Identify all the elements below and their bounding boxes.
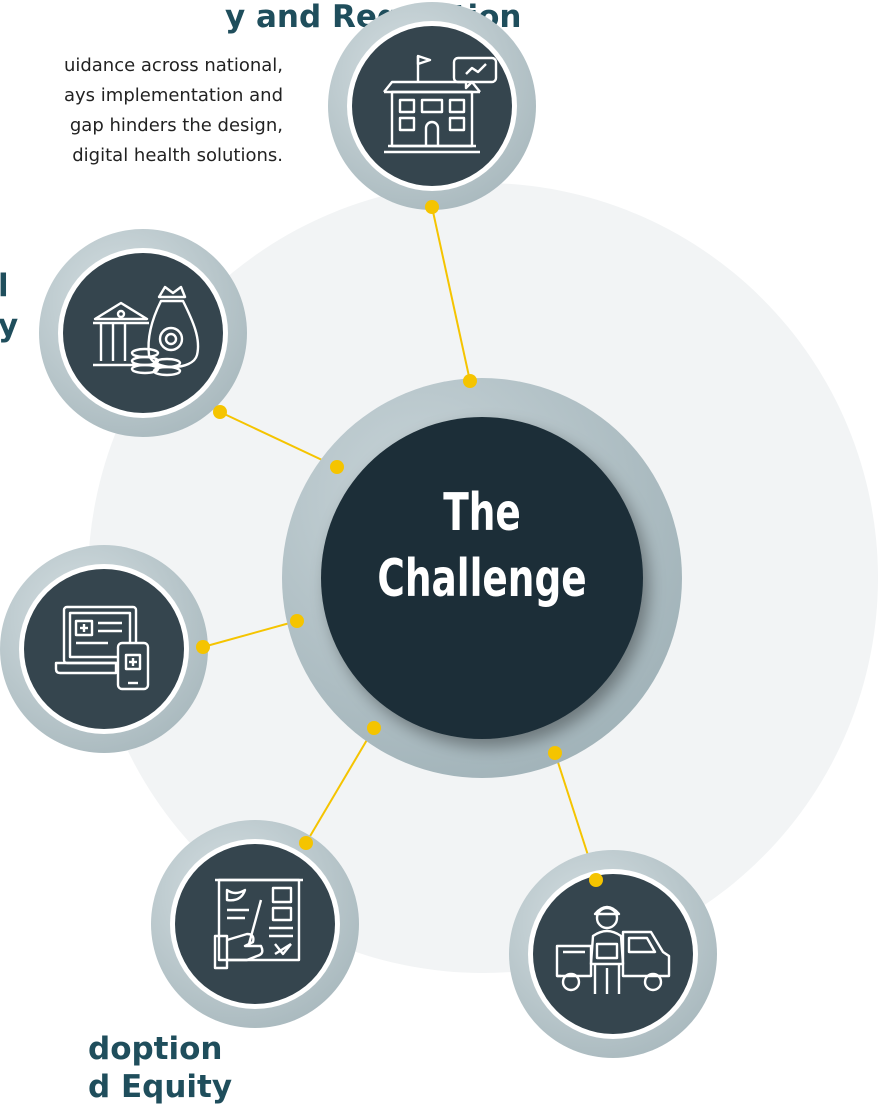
heading-line: doption (88, 1031, 223, 1067)
heading-line: d Equity (88, 1069, 233, 1105)
body-line: ays implementation and (64, 85, 283, 106)
bank-finance-icon (93, 285, 200, 377)
center-node (282, 378, 682, 778)
connector-dot (463, 374, 477, 388)
connector-dot (330, 460, 344, 474)
connector-dot (196, 640, 210, 654)
digital-devices-icon (54, 605, 150, 691)
connector-line (305, 727, 375, 844)
connector-dot (367, 721, 381, 735)
connector-dot (425, 200, 439, 214)
connector-line (431, 206, 471, 382)
body-line: digital health solutions. (72, 145, 283, 166)
heading-line: l (0, 268, 9, 304)
body-line: gap hinders the design, (69, 115, 283, 136)
center-title: The Challenge (367, 480, 597, 612)
center-title-line: Challenge (377, 549, 587, 609)
connector-line (219, 411, 338, 468)
connector-dot (290, 614, 304, 628)
connectors (202, 206, 597, 881)
section-heading-finance: l y (0, 266, 18, 346)
node-circle (533, 874, 693, 1034)
body-line: uidance across national, (63, 55, 283, 76)
connector-dot (213, 405, 227, 419)
node-circle (352, 26, 512, 186)
challenge-diagram (0, 2, 717, 1058)
node-digital (0, 545, 208, 753)
node-finance (39, 229, 247, 437)
section-body-policy: uidance across national, ays implementat… (64, 51, 283, 171)
connector-line (202, 620, 298, 648)
center-title-block: The Challenge (322, 480, 642, 612)
delivery-logistics-icon (555, 905, 671, 994)
center-title-line: The (443, 483, 521, 543)
node-training (151, 820, 359, 1028)
government-building-icon (383, 54, 498, 154)
node-government (328, 2, 536, 210)
connector-dot (548, 746, 562, 760)
training-board-icon (213, 878, 303, 970)
connector-dot (299, 836, 313, 850)
connector-dot (589, 873, 603, 887)
node-circle (24, 569, 184, 729)
center-circle (321, 417, 643, 739)
connector-dots (196, 200, 603, 887)
node-delivery (509, 850, 717, 1058)
node-circle (63, 253, 223, 413)
heading-line: y (0, 308, 19, 344)
